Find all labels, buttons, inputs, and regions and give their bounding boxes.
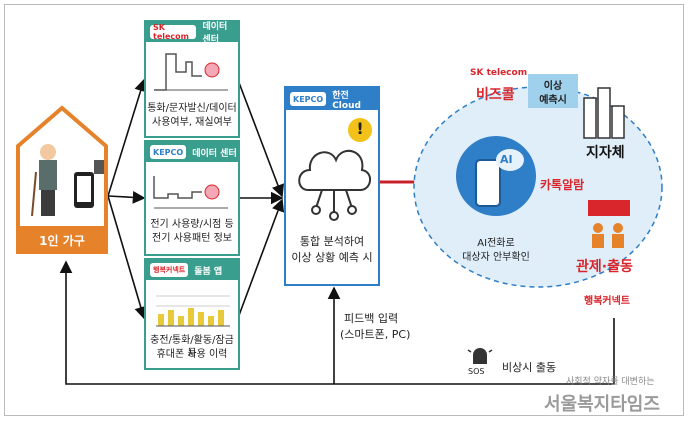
panel-app-header: 행복커넥트 돌봄 앱: [146, 260, 238, 280]
cloud-kepco-logo: KEPCO: [290, 92, 327, 106]
bizcall-label: 비즈콜: [476, 87, 515, 103]
ai-label: AI: [500, 153, 513, 166]
arrow-emergency-loop: [59, 260, 615, 385]
alert-icon: [348, 118, 372, 142]
panel-kepco-cloud: KEPCO 한전 Cloud ! 통합 분석하여 이상 상황 예측 시: [284, 86, 380, 286]
panel-kepco-title: 데이터 센터: [192, 148, 237, 159]
sos-label: SOS: [468, 367, 485, 376]
siren-icon: [467, 348, 493, 364]
panel-app-title: 돌봄 앱: [194, 266, 223, 277]
panel-sk-data-center: SK telecom 데이터 센터 통화/문자발신/데이터 사용여부, 재실여부: [144, 20, 240, 138]
panel-kepco-text-1: 전기 사용량/시점 등: [150, 219, 234, 230]
feedback-line2: (스마트폰, PC): [340, 328, 411, 341]
watermark-line1: 사회적 약자를 대변하는: [566, 377, 655, 387]
cloud-title: 한전 Cloud: [332, 90, 361, 111]
kepco-usage-graph-icon: [153, 176, 228, 209]
control-center-icon: [588, 200, 630, 248]
cloud-text-2: 이상 상황 예측 시: [291, 251, 373, 264]
kakao-alarm-label: 카톡알람: [540, 178, 585, 192]
arrow-house-to-sk: [107, 78, 147, 197]
anomaly-line2: 예측시: [539, 95, 567, 106]
arrow-house-to-app: [107, 195, 147, 320]
happy-connect-logo: 행복커넥트: [150, 263, 189, 277]
panel-kepco-header: KEPCO 데이터 센터: [146, 142, 238, 162]
cloud-network-icon: [298, 149, 371, 221]
panel-app-text-1: 충전/통화/활동/잠금 등: [150, 335, 234, 359]
arrow-app-to-cloud: [237, 198, 285, 319]
panel-sk-title: 데이터 센터: [202, 22, 228, 45]
happy-connect-label: 행복커넥트: [584, 296, 630, 307]
feedback-line1: 피드백 입력: [344, 312, 399, 325]
anomaly-line1: 이상: [543, 81, 563, 92]
local-gov-label: 지자체: [586, 145, 625, 161]
arrow-house-to-kepco: [107, 190, 146, 204]
panel-app-text-2: 휴대폰 사용 이력: [156, 349, 228, 360]
panel-sk-header: SK telecom 데이터 센터: [146, 22, 238, 45]
right-sk-logo: SK telecom: [470, 68, 528, 78]
alert-symbol: !: [356, 119, 364, 138]
arrow-sk-to-cloud: [237, 79, 285, 198]
household-house-icon: [16, 105, 108, 254]
ai-phone-icon: [456, 136, 536, 216]
cloud-text-1: 통합 분석하여: [299, 235, 365, 248]
watermark-line2: 서울복지타임즈: [544, 394, 660, 415]
control-dispatch-label: 관제·출동: [576, 259, 633, 275]
household-label: 1인 가구: [39, 234, 85, 248]
panel-kepco-text-2: 전기 사용패턴 정보: [152, 233, 232, 244]
panel-sk-text-2: 사용여부, 재실여부: [152, 117, 232, 128]
kepco-logo: KEPCO: [150, 145, 187, 159]
panel-sk-text-1: 통화/문자발신/데이터: [147, 103, 237, 114]
anomaly-box: [528, 74, 578, 108]
ai-call-line1: AI전화로: [477, 238, 515, 249]
diagram-frame: [4, 4, 684, 416]
sk-logo: SK telecom: [150, 23, 197, 41]
app-activity-chart-icon: [156, 295, 230, 327]
household-label-box: [18, 226, 106, 252]
ai-call-line2: 대상자 안부확인: [462, 252, 530, 263]
cloud-header: KEPCO 한전 Cloud: [286, 88, 378, 111]
emergency-label: 비상시 출동: [502, 361, 557, 374]
city-buildings-icon: [583, 87, 625, 139]
sk-usage-graph-icon: [154, 53, 228, 91]
panel-kepco-data-center: KEPCO 데이터 센터 전기 사용량/시점 등 전기 사용패턴 정보: [144, 140, 240, 256]
panel-care-app: 행복커넥트 돌봄 앱 충전/통화/활동/잠금 등 휴대폰 사용 이력: [144, 258, 240, 370]
